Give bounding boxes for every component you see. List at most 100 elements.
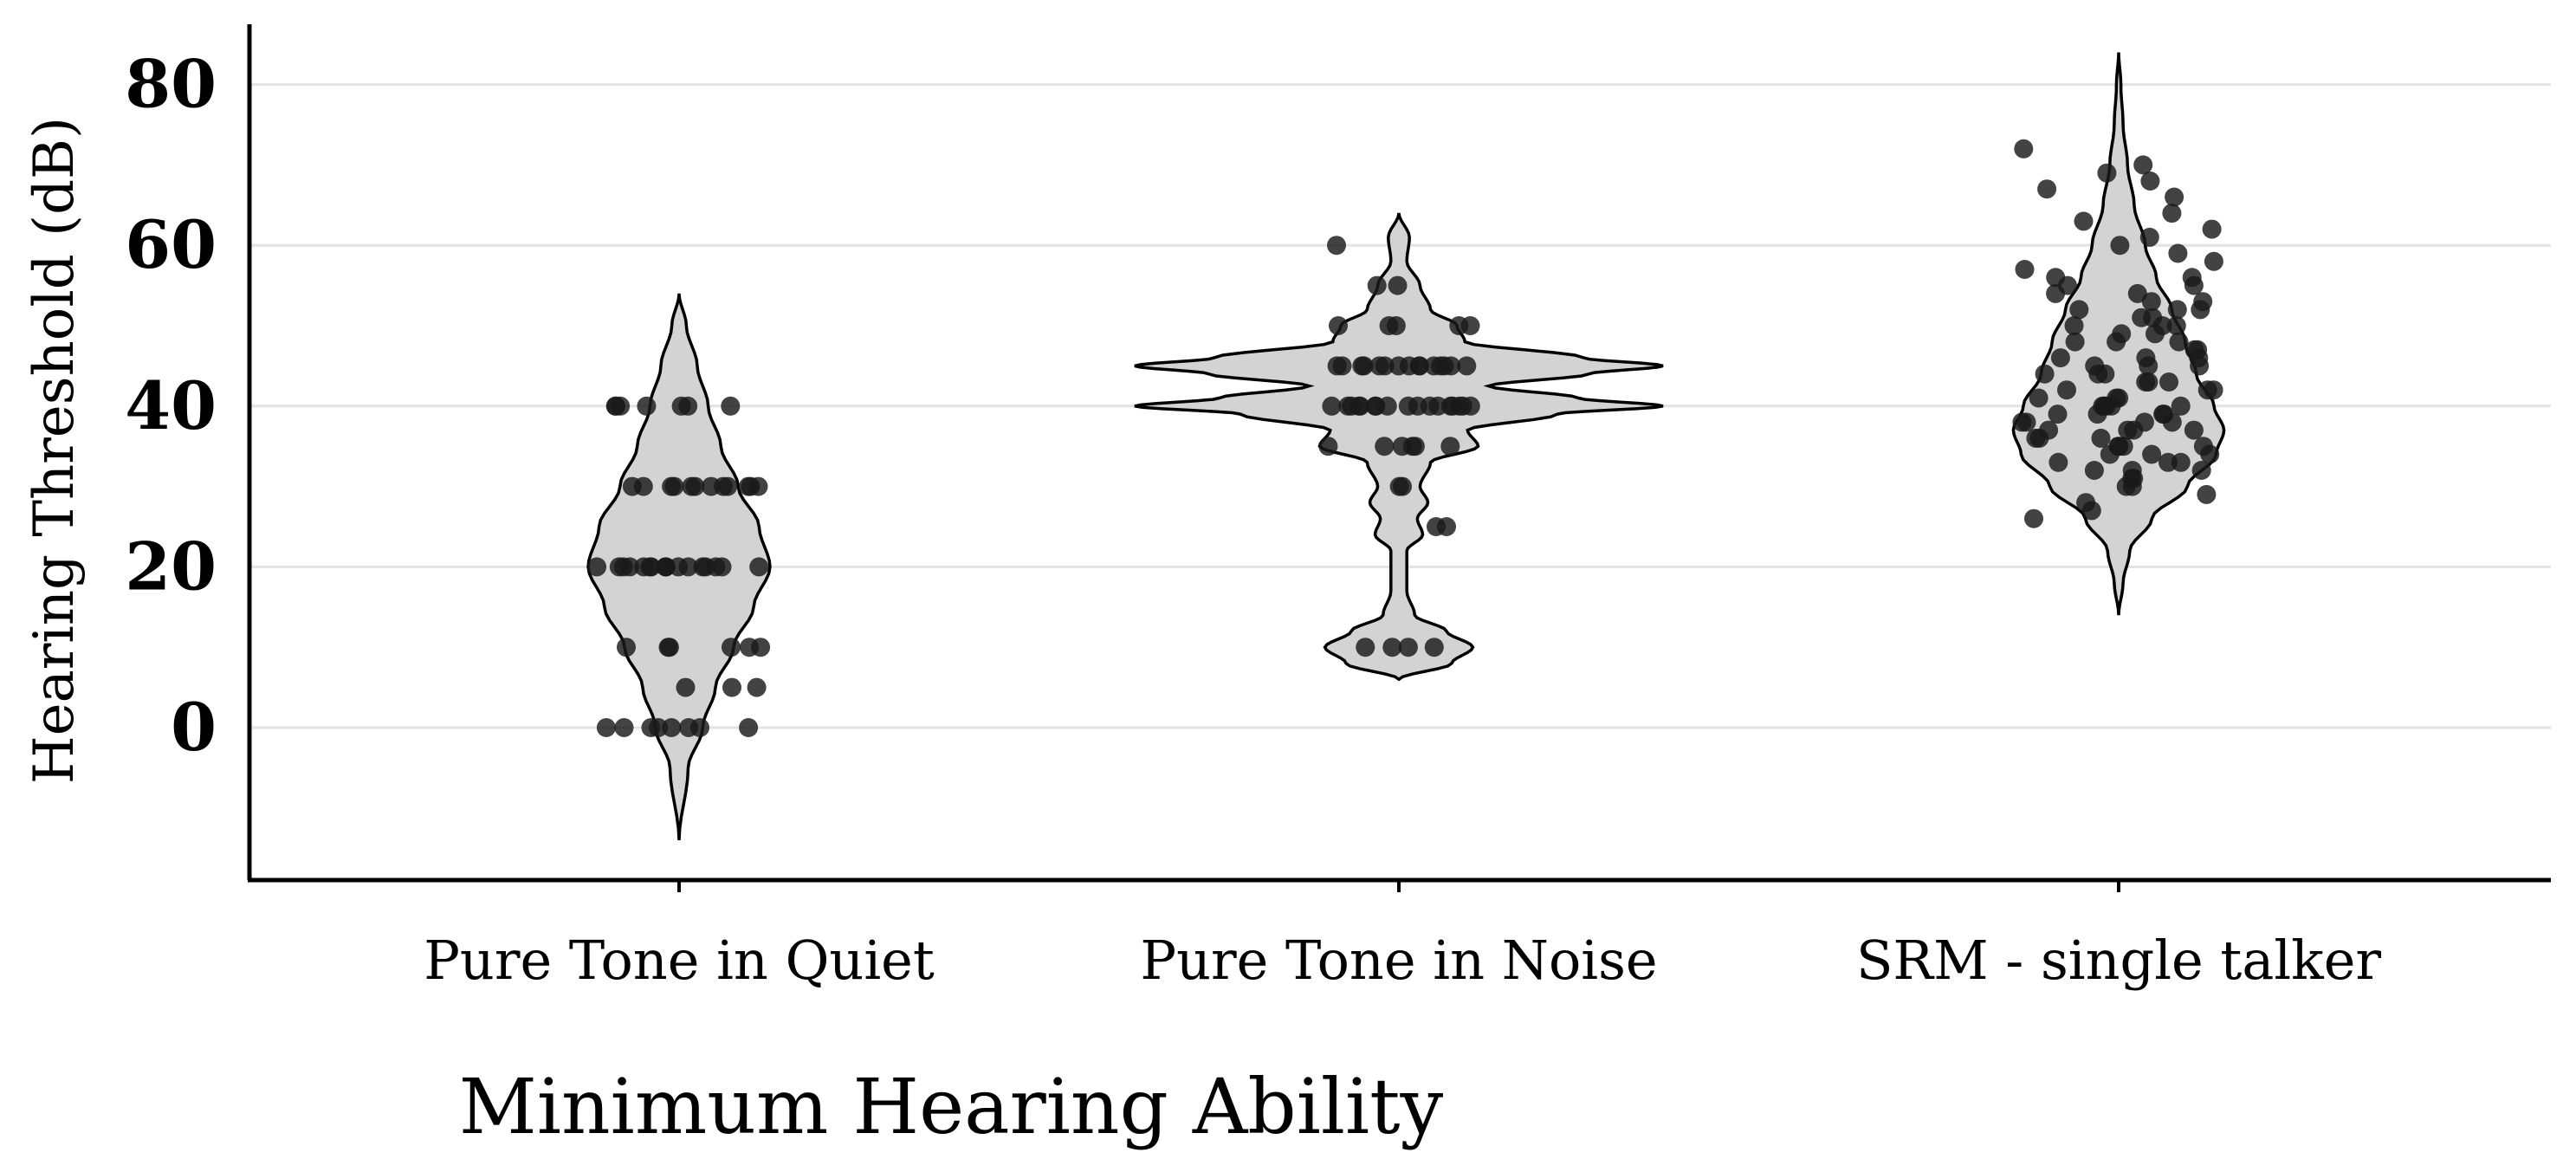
- data-point: [637, 396, 657, 416]
- data-point: [633, 476, 653, 496]
- data-point: [1382, 638, 1402, 657]
- data-point: [2050, 348, 2070, 368]
- data-point: [2191, 461, 2211, 480]
- y-tick-label: 40: [125, 367, 217, 444]
- data-point: [1409, 356, 1429, 376]
- data-point: [2118, 420, 2138, 440]
- data-point: [1393, 476, 1412, 496]
- data-point: [617, 638, 636, 657]
- data-point: [2110, 236, 2130, 256]
- data-point: [658, 638, 678, 657]
- y-tick-label: 60: [125, 206, 217, 283]
- data-point: [2167, 300, 2187, 320]
- data-point: [2165, 187, 2184, 207]
- data-point: [1356, 638, 1375, 657]
- data-point: [2076, 493, 2096, 513]
- data-point: [1322, 396, 1342, 416]
- y-tick-label: 20: [125, 528, 217, 605]
- data-point: [2049, 452, 2068, 472]
- data-point: [2127, 283, 2147, 303]
- data-point: [2091, 428, 2111, 448]
- x-axis-title: Minimum Hearing Ability: [459, 1062, 1444, 1151]
- data-point: [620, 557, 640, 577]
- data-point: [1388, 356, 1408, 376]
- data-point: [2159, 372, 2178, 392]
- data-point: [718, 476, 738, 496]
- data-point: [740, 638, 760, 657]
- data-point: [747, 677, 767, 697]
- data-point: [741, 476, 761, 496]
- data-point: [2064, 316, 2084, 335]
- data-point: [749, 557, 769, 577]
- data-point: [2197, 484, 2217, 504]
- data-point: [676, 677, 696, 697]
- data-point: [2048, 405, 2068, 424]
- data-point: [678, 396, 698, 416]
- data-point: [2140, 172, 2160, 191]
- data-point: [2171, 396, 2191, 416]
- data-point: [2093, 396, 2113, 416]
- data-point: [1375, 437, 1395, 456]
- data-point: [2182, 268, 2202, 288]
- data-point: [1318, 437, 1338, 456]
- data-point: [702, 476, 721, 496]
- data-point: [1386, 316, 1406, 335]
- data-point: [2166, 316, 2186, 335]
- data-point: [2133, 155, 2153, 175]
- data-point: [2084, 461, 2104, 480]
- data-point: [1329, 316, 1348, 335]
- x-tick-label: Pure Tone in Quiet: [424, 929, 935, 992]
- y-tick-label: 80: [125, 46, 217, 123]
- data-point: [1424, 356, 1444, 376]
- data-point: [1366, 396, 1386, 416]
- data-point: [1327, 356, 1347, 376]
- data-point: [739, 718, 759, 737]
- data-point: [2139, 227, 2159, 247]
- data-point: [614, 718, 634, 737]
- data-point: [662, 476, 682, 496]
- data-point: [690, 718, 709, 737]
- x-tick-label: SRM - single talker: [1856, 929, 2381, 992]
- data-point: [1424, 638, 1444, 657]
- data-point: [2097, 163, 2117, 183]
- data-point: [1354, 356, 1374, 376]
- data-point: [1388, 275, 1408, 295]
- data-point: [1405, 437, 1425, 456]
- data-point: [2204, 251, 2223, 271]
- data-point: [1428, 396, 1448, 416]
- data-point: [2014, 139, 2034, 159]
- data-point: [2037, 179, 2057, 199]
- data-point: [721, 396, 741, 416]
- data-point: [2184, 420, 2204, 440]
- data-point: [2035, 364, 2055, 384]
- data-point: [1327, 236, 1346, 256]
- data-point: [2029, 388, 2049, 408]
- data-point: [685, 476, 705, 496]
- data-point: [2169, 332, 2189, 352]
- data-point: [2142, 444, 2162, 464]
- data-point: [1375, 356, 1395, 376]
- data-point: [722, 638, 741, 657]
- data-point: [2153, 405, 2173, 424]
- point-layer: [587, 139, 2223, 737]
- data-point: [2134, 412, 2154, 432]
- data-point: [1342, 396, 1362, 416]
- data-point: [1367, 275, 1387, 295]
- data-point: [2204, 380, 2223, 400]
- data-point: [2122, 461, 2142, 480]
- data-point: [2202, 219, 2222, 239]
- data-point: [2085, 356, 2105, 376]
- data-point: [2039, 420, 2059, 440]
- data-point: [1398, 638, 1418, 657]
- data-point: [2168, 243, 2188, 263]
- data-point: [1449, 316, 1469, 335]
- data-point: [2112, 324, 2132, 344]
- data-point: [662, 718, 682, 737]
- data-point: [587, 557, 607, 577]
- data-point: [641, 718, 661, 737]
- data-point: [656, 557, 676, 577]
- data-point: [2016, 412, 2036, 432]
